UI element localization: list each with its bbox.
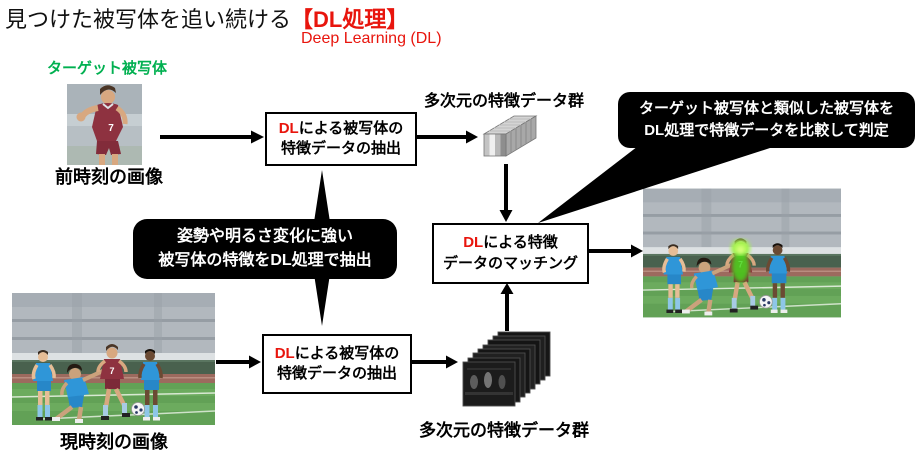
previous-frame-photo: 7 [67,84,142,165]
target-subject-label: ターゲット被写体 [47,60,168,77]
title-subtitle: Deep Learning (DL) [301,30,442,47]
current-frame-caption: 現時刻の画像 [60,432,168,452]
result-photo-with-highlight [643,188,841,318]
title-text: 見つけた被写体を追い続ける [5,7,292,32]
judge-comparison-callout: ターゲット被写体と類似した被写体を DL処理で特徴データを比較して判定 [618,92,915,148]
arrow-maps-to-matching [500,283,514,331]
extract-features-box-bottom: DLによる被写体の 特徴データの抽出 [262,334,412,394]
title-highlight: 【DL処理】 [291,7,409,32]
page-title: 見つけた被写体を追い続ける【DL処理】 [5,2,408,34]
arrow-prev-to-extract [160,130,264,144]
jersey-number: 7 [108,123,114,134]
feature-tensor-icon [480,106,544,160]
feature-maps-icon [461,330,553,410]
previous-frame-caption: 前時刻の画像 [55,167,163,187]
feature-group-top-label: 多次元の特徴データ群 [424,93,585,110]
arrow-extract-to-maps [410,355,458,369]
arrow-tensor-to-matching [499,164,513,222]
arrow-matching-to-result [587,244,643,258]
matching-box: DLによる特徴 データのマッチング [432,223,589,284]
robust-extraction-callout: 姿勢や明るさ変化に強い 被写体の特徴をDL処理で抽出 [133,219,397,279]
feature-group-bottom-label: 多次元の特徴データ群 [419,421,589,440]
arrow-current-to-extract [216,355,261,369]
extract-features-box-top: DLによる被写体の 特徴データの抽出 [265,112,417,166]
target-highlight-glow [730,239,751,283]
arrow-extract-to-tensor [416,130,478,144]
current-frame-photo [12,293,215,425]
